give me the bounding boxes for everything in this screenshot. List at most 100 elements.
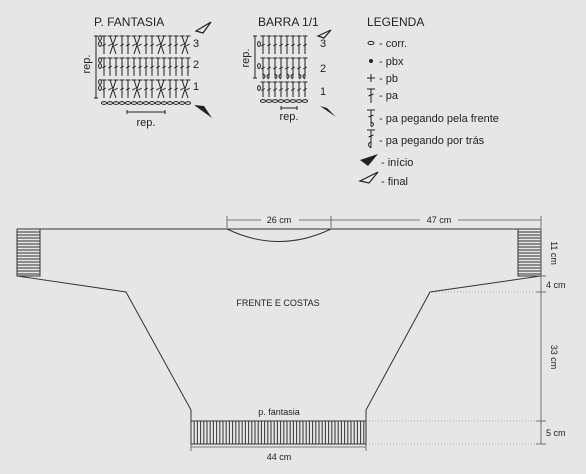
- fantasia-row-1: 1: [193, 81, 199, 93]
- stitch-bar: [107, 87, 113, 91]
- chain-stitch: [271, 99, 279, 103]
- stitch-bar: [173, 87, 179, 91]
- chain-stitch: [130, 101, 138, 105]
- barra-row-3: 3: [320, 38, 326, 50]
- stitch-bar: [107, 65, 113, 69]
- stitch-bar: [278, 43, 284, 47]
- chain-stitch: [124, 101, 132, 105]
- stitch-bar: [101, 87, 107, 91]
- post-stitch: [109, 79, 117, 99]
- stitch-bar: [179, 87, 185, 91]
- stitch-bar: [119, 43, 125, 47]
- chain-stitch: [166, 101, 174, 105]
- post-hook: [298, 73, 302, 80]
- post-stitch: [133, 35, 141, 55]
- turning-chain: [98, 85, 102, 91]
- double-crochet-icon: [367, 88, 375, 103]
- post-hook: [286, 73, 290, 80]
- stitch-bar: [302, 88, 308, 91]
- chain-stitch: [283, 99, 291, 103]
- chain-stitch: [118, 101, 126, 105]
- stitch-bar: [137, 65, 143, 69]
- post-hook: [262, 73, 266, 80]
- chain-stitch: [100, 101, 108, 105]
- fantasia-rep-side-label: rep.: [81, 55, 93, 74]
- stitch-bar: [155, 43, 161, 47]
- waistband: [190, 420, 367, 445]
- garment-schematic: FRENTE E COSTAS p. fantasia 26 cm 47 cm: [16, 214, 566, 462]
- legend-label-double-crochet: - pa: [379, 90, 399, 102]
- chain-stitch: [136, 101, 144, 105]
- stitch-bar: [137, 87, 143, 91]
- stitch-bar: [266, 88, 272, 91]
- turning-chain: [98, 63, 102, 69]
- turning-chain: [98, 57, 102, 63]
- fantasia-start-arrow-icon: [194, 105, 212, 118]
- stitch-bar: [125, 43, 131, 47]
- chain-stitch: [301, 99, 309, 103]
- guide-lines: [366, 291, 541, 445]
- stitch-bar: [260, 43, 266, 47]
- stitch-bar: [272, 66, 278, 70]
- stitch-bar: [125, 87, 131, 91]
- stitch-bar: [101, 65, 107, 69]
- post-hook: [278, 73, 282, 80]
- stitch-bar: [284, 43, 290, 47]
- stitch-bar: [167, 43, 173, 47]
- stitch-bar: [266, 66, 272, 70]
- stitch-bar: [143, 87, 149, 91]
- post-stitch: [109, 35, 117, 55]
- fantasia-chart: P. FANTASIA rep. rep. 3 2 1: [81, 15, 212, 129]
- garment-outline: [16, 228, 542, 422]
- bottom-width-dimension: 44 cm: [267, 452, 292, 462]
- stitch-bar: [185, 87, 191, 91]
- stitch-bar: [113, 87, 119, 91]
- front-post-icon: [367, 109, 375, 128]
- post-hook: [274, 73, 278, 80]
- barra-end-arrow-icon: [316, 29, 332, 39]
- post-stitch: [181, 79, 189, 99]
- stitch-bar: [290, 66, 296, 70]
- chain-stitch: [172, 101, 180, 105]
- stitch-bar: [107, 43, 113, 47]
- post-hook: [290, 73, 294, 80]
- legend-label-end: - final: [381, 176, 408, 188]
- stitch-bar: [125, 65, 131, 69]
- waistband-dimension: 5 cm: [546, 428, 566, 438]
- waistband-ribbing: [193, 421, 365, 444]
- stitch-bar: [131, 65, 137, 69]
- chain-icon: [367, 40, 375, 46]
- stitch-bar: [167, 65, 173, 69]
- stitch-bar: [173, 43, 179, 47]
- stitch-bar: [272, 43, 278, 47]
- fantasia-row-2: 2: [193, 59, 199, 71]
- left-cuff-ribbing: [17, 231, 40, 275]
- chain-stitch: [265, 99, 273, 103]
- stitch-bar: [302, 43, 308, 47]
- post-stitch: [181, 35, 189, 55]
- barra-start-arrow-icon: [320, 106, 336, 117]
- legend-label-single-crochet: - pb: [379, 73, 398, 85]
- stitch-bar: [266, 43, 272, 47]
- stitch-bar: [149, 87, 155, 91]
- chain-stitch: [277, 99, 285, 103]
- stitch-bar: [284, 88, 290, 91]
- stitch-bar: [161, 43, 167, 47]
- neck-opening: [226, 228, 332, 242]
- stitch-bar: [143, 65, 149, 69]
- stitch-bar: [113, 65, 119, 69]
- chain-stitch: [295, 99, 303, 103]
- stitch-bar: [278, 88, 284, 91]
- chain-stitch: [184, 101, 192, 105]
- barra-chart: BARRA 1/1 rep. rep. 3 2 1: [240, 15, 336, 123]
- chain-stitch: [148, 101, 156, 105]
- underarm-dimension: 4 cm: [546, 280, 566, 290]
- fantasia-row-3: 3: [193, 38, 199, 50]
- turning-chain: [257, 63, 261, 69]
- turning-chain: [257, 41, 261, 47]
- legend-label-slip-stitch: - pbx: [379, 56, 404, 68]
- stitch-bar: [131, 43, 137, 47]
- stitch-bar: [173, 65, 179, 69]
- barra-rep-bottom-label: rep.: [280, 111, 299, 123]
